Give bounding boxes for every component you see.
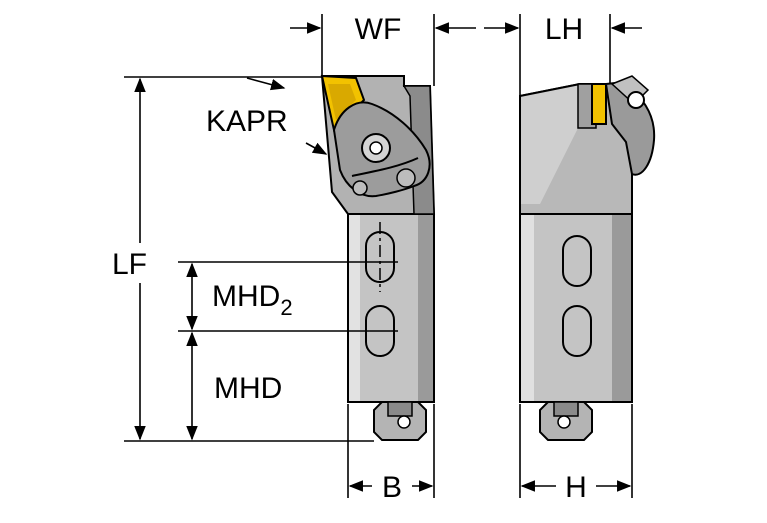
dimension-lines [124, 14, 642, 498]
side-view [519, 75, 656, 441]
label-mhd2: MHD2 [212, 280, 293, 320]
label-lf: LF [112, 248, 147, 281]
label-mhd2-base: MHD [212, 280, 280, 313]
label-b: B [382, 471, 402, 504]
side-slot-lower [562, 305, 592, 357]
label-h: H [565, 471, 587, 504]
side-insert [591, 83, 607, 125]
label-lh: LH [545, 13, 583, 46]
label-mhd: MHD [214, 372, 282, 405]
side-hole-icon [627, 91, 645, 109]
side-slot-upper [562, 235, 592, 287]
label-mhd2-subscript: 2 [280, 295, 292, 320]
label-kapr: KAPR [206, 105, 288, 138]
label-wf: WF [355, 13, 402, 46]
front-view [320, 74, 436, 441]
